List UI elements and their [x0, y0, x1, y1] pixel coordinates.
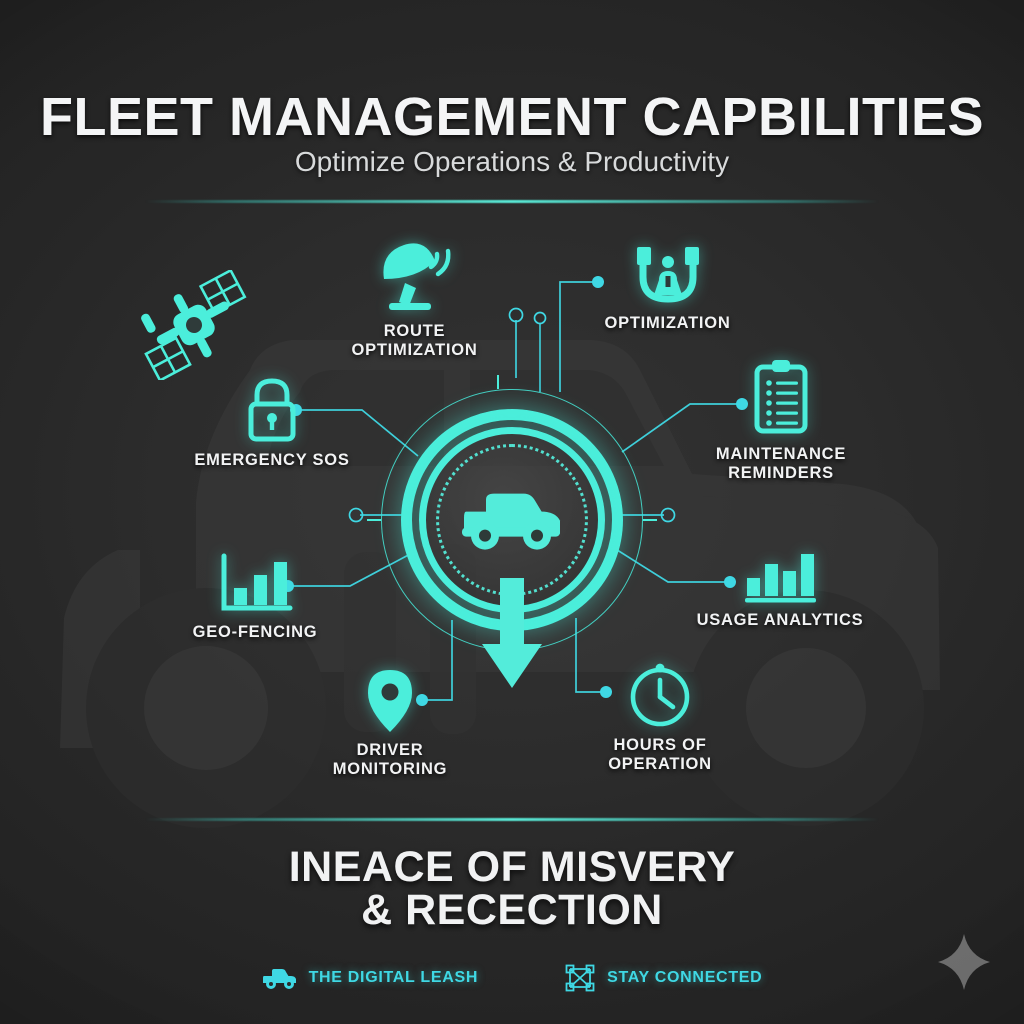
arrow-down-icon: [482, 578, 542, 688]
page-title: FLEET MANAGEMENT CAPBILITIES: [40, 87, 984, 147]
capability-hours-of-operation[interactable]: HOURS OF OPERATION: [562, 663, 758, 774]
bar-chart-icon: [745, 554, 816, 603]
capability-label: OPTIMIZATION: [604, 314, 731, 332]
capability-route-optimization[interactable]: ROUTE OPTIMIZATION: [312, 243, 517, 360]
pickup-truck-icon: [462, 493, 560, 550]
alert-bracket-icon: [636, 247, 699, 303]
network-nodes-icon: [565, 964, 595, 992]
map-pin-icon: [368, 670, 412, 732]
divider-bottom: [145, 818, 879, 821]
hub-tick-right: [643, 519, 657, 521]
capability-label: ROUTE OPTIMIZATION: [351, 322, 478, 360]
clock-icon: [630, 663, 690, 727]
footer-badge-label: STAY CONNECTED: [607, 969, 763, 986]
capability-label: EMERGENCY SOS: [194, 451, 350, 469]
capability-label: DRIVER MONITORING: [332, 741, 448, 779]
capability-driver-monitoring[interactable]: DRIVER MONITORING: [292, 668, 488, 779]
sparkle-icon: [938, 934, 990, 990]
bar-chart-axis-icon: [221, 553, 293, 611]
footer-badge-stay-connected[interactable]: STAY CONNECTED: [564, 963, 762, 993]
capability-label: HOURS OF OPERATION: [608, 736, 712, 774]
padlock-icon: [248, 378, 296, 442]
capability-usage-analytics[interactable]: USAGE ANALYTICS: [682, 550, 878, 630]
footer-badge-the-digital-leash[interactable]: THE DIGITAL LEASH: [262, 966, 479, 990]
capability-maintenance-reminders[interactable]: MAINTENANCE REMINDERS: [683, 358, 879, 483]
divider-top: [145, 200, 879, 203]
hub-tick-top: [497, 375, 499, 389]
capability-label: GEO-FENCING: [192, 623, 318, 641]
footer-headline-line2: & RECECTION: [361, 886, 663, 934]
capability-geo-fencing[interactable]: GEO-FENCING: [155, 552, 355, 642]
hub-tick-left: [367, 519, 381, 521]
satellite-dish-icon: [382, 243, 450, 310]
page-subtitle: Optimize Operations & Productivity: [294, 146, 730, 177]
capability-label: USAGE ANALYTICS: [696, 611, 864, 629]
footer-badges: THE DIGITAL LEASH STAY CONNECTED: [0, 963, 1024, 993]
capability-emergency-sos[interactable]: EMERGENCY SOS: [172, 376, 372, 470]
clipboard-checklist-icon: [754, 360, 808, 434]
satellite-icon: [141, 270, 247, 380]
footer-headline-line1: INEACE OF MISVERY: [288, 843, 736, 891]
pickup-truck-icon: [262, 969, 296, 989]
footer-badge-label: THE DIGITAL LEASH: [308, 969, 479, 986]
capability-label: MAINTENANCE REMINDERS: [715, 445, 847, 483]
capability-optimization[interactable]: OPTIMIZATION: [570, 245, 765, 333]
